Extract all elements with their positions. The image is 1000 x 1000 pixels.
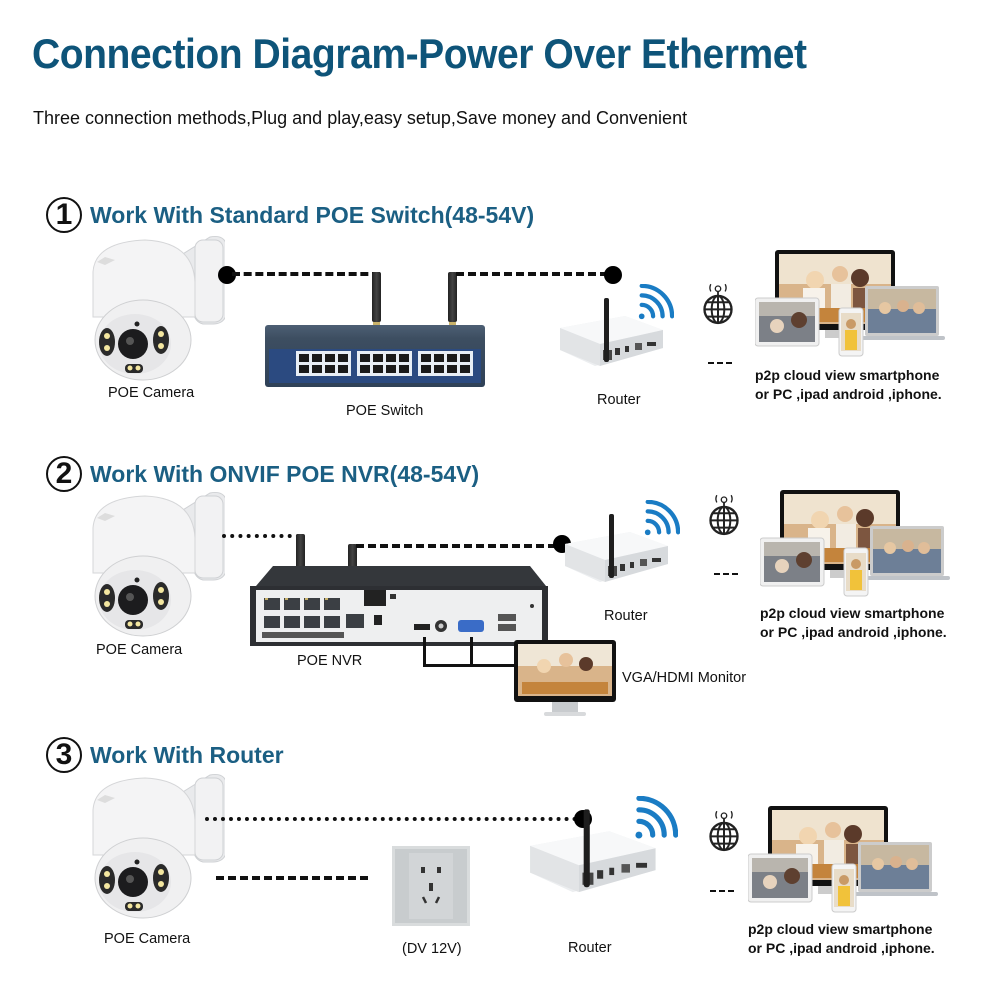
camera-label: POE Camera: [104, 931, 191, 947]
globe-antenna-icon: [700, 283, 736, 325]
ptz-camera-icon: [75, 488, 225, 638]
wifi-signal-icon: [642, 500, 680, 538]
router-label: Router: [604, 608, 648, 624]
p2p-line-1: p2p cloud view smartphone: [760, 605, 945, 621]
p2p-line-1: p2p cloud view smartphone: [748, 921, 933, 937]
client-devices-icon: [755, 250, 945, 360]
ethernet-cable-line: [232, 272, 380, 276]
nvr-label: POE NVR: [297, 653, 363, 669]
circled-number-icon: 3: [46, 737, 82, 773]
connector-dot: [604, 266, 622, 284]
monitor-label: VGA/HDMI Monitor: [622, 670, 747, 686]
section-3-heading: 3 Work With Router: [46, 737, 284, 773]
circled-number-icon: 2: [46, 456, 82, 492]
cable-plug-icon: [372, 272, 381, 328]
ethernet-cable-line: [356, 544, 556, 548]
connection-line: [714, 573, 738, 575]
globe-antenna-icon: [706, 494, 742, 536]
switch-label: POE Switch: [346, 403, 424, 419]
client-devices-icon: [760, 490, 950, 600]
p2p-line-2: or PC ,ipad android ,iphone.: [760, 624, 947, 640]
section-title: Work With Router: [90, 741, 284, 768]
p2p-description: p2p cloud view smartphone or PC ,ipad an…: [760, 604, 947, 642]
power-outlet-icon: [392, 846, 470, 926]
power-cable-line: [216, 876, 368, 880]
section-title: Work With Standard POE Switch(48-54V): [90, 201, 535, 228]
monitor-icon: [514, 640, 616, 716]
cable-plug-icon: [448, 272, 457, 328]
circled-number-icon: 1: [46, 197, 82, 233]
globe-antenna-icon: [706, 810, 742, 852]
p2p-description: p2p cloud view smartphone or PC ,ipad an…: [748, 920, 935, 958]
ptz-camera-icon: [75, 770, 225, 920]
page-subtitle: Three connection methods,Plug and play,e…: [33, 108, 688, 128]
section-1-heading: 1 Work With Standard POE Switch(48-54V): [46, 197, 534, 233]
router-label: Router: [597, 392, 641, 408]
ptz-camera-icon: [75, 232, 225, 382]
section-2-heading: 2 Work With ONVIF POE NVR(48-54V): [46, 456, 479, 492]
camera-label: POE Camera: [96, 642, 183, 658]
camera-label: POE Camera: [108, 385, 195, 401]
vga-cable: [470, 637, 473, 667]
nvr-recorder-icon: [250, 566, 548, 646]
section-title: Work With ONVIF POE NVR(48-54V): [90, 460, 480, 487]
p2p-description: p2p cloud view smartphone or PC ,ipad an…: [755, 366, 942, 404]
poe-switch-icon: [265, 325, 485, 387]
wifi-signal-icon: [632, 796, 678, 842]
connection-line: [708, 362, 732, 364]
hdmi-cable: [423, 637, 426, 667]
p2p-line-2: or PC ,ipad android ,iphone.: [748, 940, 935, 956]
connection-line: [710, 890, 734, 892]
client-devices-icon: [748, 806, 938, 916]
connector-dot: [218, 266, 236, 284]
monitor-cable: [423, 664, 516, 667]
ethernet-cable-line: [222, 534, 300, 538]
ethernet-cable-line: [456, 272, 608, 276]
page-title: Connection Diagram-Power Over Ethermet: [32, 30, 807, 77]
power-label: (DV 12V): [402, 941, 462, 957]
p2p-line-2: or PC ,ipad android ,iphone.: [755, 386, 942, 402]
p2p-line-1: p2p cloud view smartphone: [755, 367, 940, 383]
router-label: Router: [568, 940, 612, 956]
wifi-signal-icon: [636, 284, 674, 322]
ethernet-cable-line: [205, 817, 577, 821]
